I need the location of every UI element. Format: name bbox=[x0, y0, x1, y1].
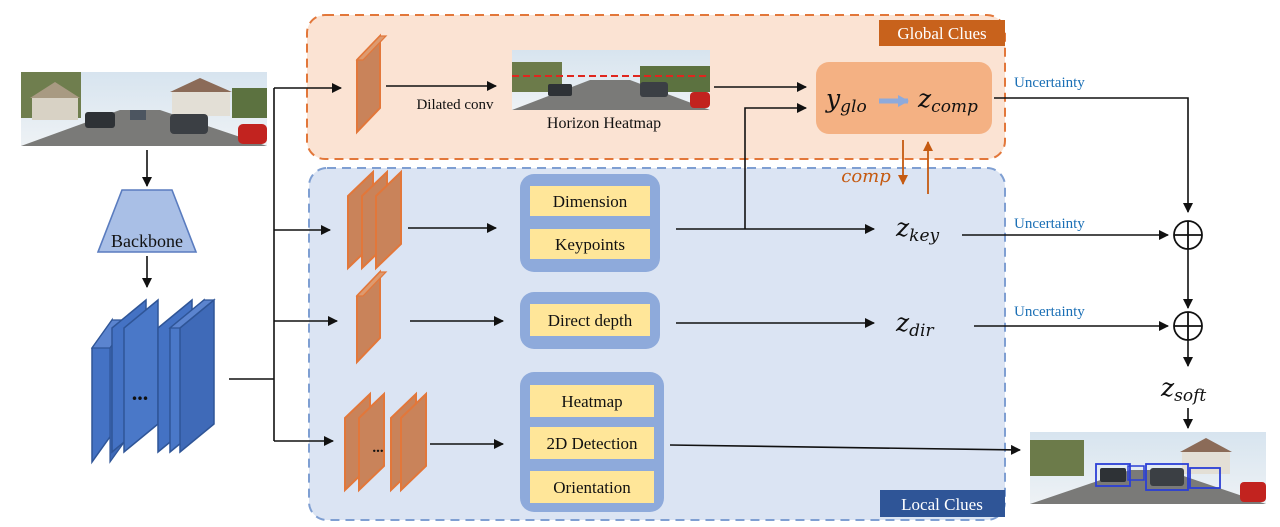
uncertainty-dir: Uncertainty bbox=[1014, 304, 1085, 320]
local-clues-region: Local Clues bbox=[308, 167, 1006, 521]
z-soft-label: zsoft bbox=[1160, 373, 1206, 406]
backbone-block: Backbone bbox=[96, 189, 198, 253]
dimension-label: Dimension bbox=[553, 192, 628, 211]
horizon-heatmap-image bbox=[512, 50, 710, 110]
direct-depth-label: Direct depth bbox=[548, 311, 633, 330]
y-glo-label: yglo bbox=[825, 84, 867, 117]
detection-head: Heatmap 2D Detection Orientation bbox=[520, 372, 664, 512]
depth-head: Direct depth bbox=[520, 292, 660, 349]
fusion-sum-1 bbox=[1173, 220, 1203, 250]
comp-label: comp bbox=[841, 166, 891, 187]
compensation-box: yglo zcomp bbox=[816, 62, 992, 134]
local-clues-label: Local Clues bbox=[901, 495, 983, 514]
detection-box bbox=[1189, 467, 1221, 489]
horizon-heatmap-label: Horizon Heatmap bbox=[547, 115, 661, 132]
detection-box bbox=[1145, 463, 1189, 491]
local-clues-label-box bbox=[880, 490, 1005, 517]
detection-box bbox=[1095, 463, 1131, 487]
fusion-sum-2 bbox=[1173, 311, 1203, 341]
detection-box bbox=[1127, 465, 1145, 481]
z-comp-label: zcomp bbox=[917, 84, 978, 117]
conv-ellipsis: ... bbox=[372, 440, 384, 456]
dilated-conv-label: Dilated conv bbox=[416, 97, 494, 113]
uncertainty-key: Uncertainty bbox=[1014, 216, 1085, 232]
keypoints-label: Keypoints bbox=[555, 235, 625, 254]
global-clues-label: Global Clues bbox=[897, 24, 986, 43]
input-image bbox=[21, 72, 267, 146]
global-clues-label-box bbox=[879, 20, 1005, 46]
heatmap-label: Heatmap bbox=[561, 392, 622, 411]
local-conv-slabs-3: ... bbox=[344, 391, 427, 493]
local-conv-slabs-1 bbox=[347, 169, 402, 271]
global-conv-slab bbox=[355, 33, 388, 135]
detection-2d-label: 2D Detection bbox=[546, 434, 638, 453]
z-key-label: zkey bbox=[895, 213, 940, 246]
backbone-label: Backbone bbox=[111, 231, 183, 251]
z-dir-label: zdir bbox=[895, 308, 934, 341]
orientation-label: Orientation bbox=[553, 478, 631, 497]
feature-ellipsis: ... bbox=[132, 380, 149, 405]
feature-maps: ... bbox=[90, 298, 216, 465]
branch-connectors bbox=[229, 83, 342, 446]
keypoint-head: Dimension Keypoints bbox=[520, 174, 660, 272]
local-conv-slab-2 bbox=[355, 269, 388, 365]
output-image bbox=[1030, 432, 1266, 504]
uncertainty-global: Uncertainty bbox=[1014, 75, 1085, 91]
